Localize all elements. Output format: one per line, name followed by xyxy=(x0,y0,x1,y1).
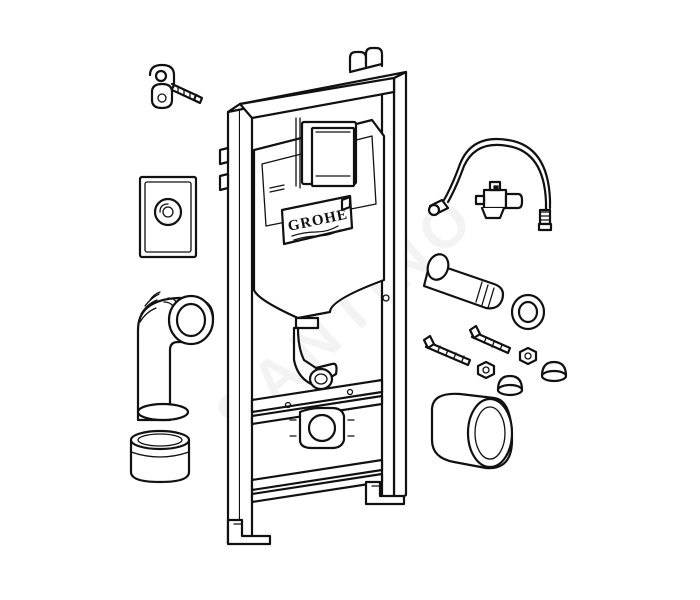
flush-plate xyxy=(138,175,198,259)
outlet-sleeve xyxy=(430,392,514,470)
supply-hose xyxy=(427,137,553,232)
wall-bracket xyxy=(148,63,204,110)
dome-cap xyxy=(496,360,568,397)
bolt-nut xyxy=(476,346,538,380)
drain-elbow xyxy=(136,291,215,422)
angle-valve xyxy=(474,180,524,220)
connector-pipe xyxy=(422,253,505,310)
fixing-bolt xyxy=(422,324,512,367)
pipe-seal xyxy=(510,293,546,331)
cistern: GROHE xyxy=(252,117,386,450)
mounting-frame xyxy=(218,46,408,546)
drain-cap xyxy=(129,429,191,484)
